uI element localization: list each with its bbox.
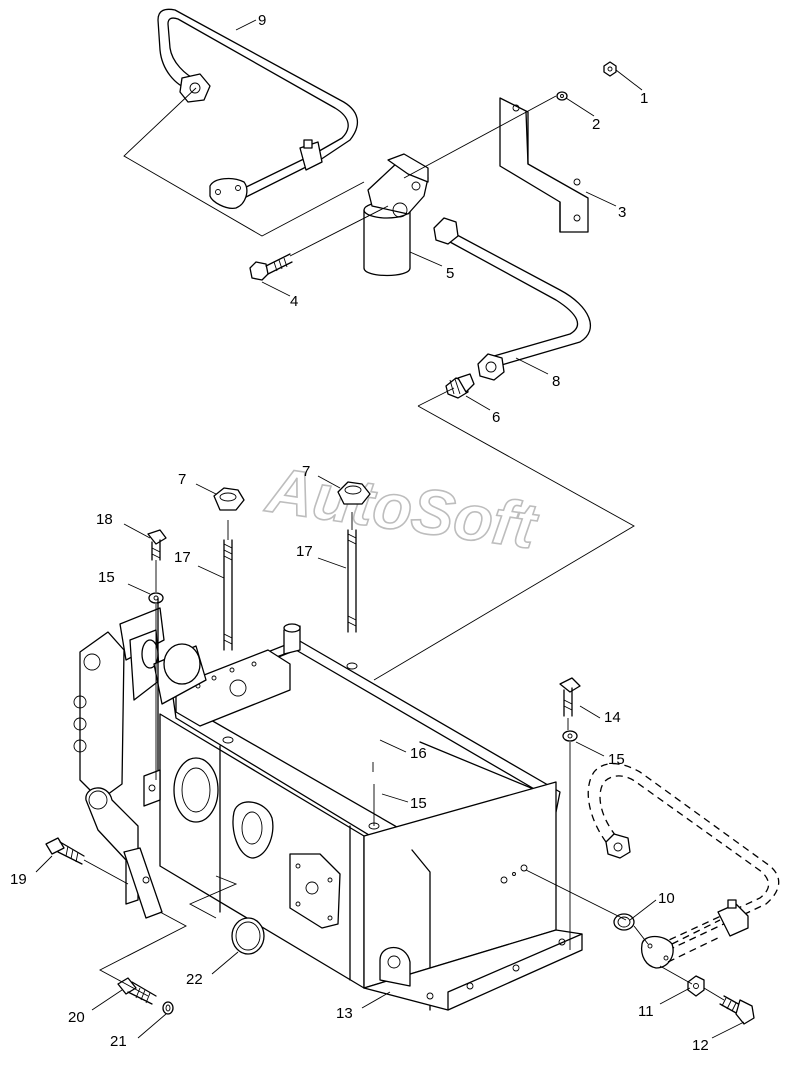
callout-14: 14	[604, 709, 621, 726]
callout-19: 19	[10, 871, 27, 888]
callout-7b: 7	[302, 463, 310, 480]
callout-9: 9	[258, 12, 266, 29]
part-11-washer[interactable]	[687, 975, 705, 997]
callout-20: 20	[68, 1009, 85, 1026]
callout-3: 3	[618, 204, 626, 221]
part-2-washer[interactable]	[556, 91, 568, 101]
callout-1: 1	[640, 90, 648, 107]
callout-22: 22	[186, 971, 203, 988]
callout-5: 5	[446, 265, 454, 282]
callout-17b: 17	[296, 543, 313, 560]
part-21-washer[interactable]	[162, 1001, 174, 1015]
part-7-nut-left[interactable]	[213, 487, 245, 511]
pipe-flange-fitting[interactable]	[640, 919, 723, 969]
callout-2: 2	[592, 116, 600, 133]
part-17-stud-left[interactable]	[223, 539, 233, 651]
callout-4: 4	[290, 293, 298, 310]
callout-18: 18	[96, 511, 113, 528]
callout-15c: 15	[410, 795, 427, 812]
part-12-bolt[interactable]	[719, 995, 755, 1025]
callout-15a: 15	[98, 569, 115, 586]
part-17-stud-right[interactable]	[347, 529, 357, 633]
callout-21: 21	[110, 1033, 127, 1050]
part-15-washer-upper[interactable]	[148, 592, 164, 604]
callout-10: 10	[658, 890, 675, 907]
part-19-bolt[interactable]	[45, 837, 85, 865]
callout-11: 11	[638, 1003, 654, 1020]
part-6-fitting[interactable]	[445, 373, 475, 399]
callout-8: 8	[552, 373, 560, 390]
callout-12: 12	[692, 1037, 709, 1054]
part-15-washer-right[interactable]	[562, 730, 578, 742]
callout-labels: 1 2 3 4 5 6 7 7 8 9 10 11 12 13 14 15 15…	[10, 12, 709, 1054]
part-10-seal[interactable]	[613, 913, 635, 931]
part-4-bolt[interactable]	[249, 253, 293, 281]
callout-17a: 17	[174, 549, 191, 566]
part-18-bolt[interactable]	[147, 529, 167, 561]
callout-16: 16	[410, 745, 427, 762]
part-8-oil-pipe[interactable]	[433, 217, 591, 381]
callout-13: 13	[336, 1005, 353, 1022]
assembly-leader-lines	[83, 87, 725, 1001]
callout-6: 6	[492, 409, 500, 426]
dashed-pipe-alt-position	[587, 763, 780, 955]
callout-7a: 7	[178, 471, 186, 488]
part-22-seal-ring[interactable]	[231, 917, 265, 955]
part-1-nut[interactable]	[603, 61, 617, 77]
callout-15b: 15	[608, 751, 625, 768]
part-9-oil-pipe[interactable]	[157, 8, 359, 209]
part-3-bracket[interactable]	[499, 97, 589, 233]
left-link-assembly[interactable]	[73, 597, 207, 919]
part-14-bolt[interactable]	[559, 677, 581, 717]
callout-leaders	[35, 19, 745, 1039]
part-13-housing[interactable]	[159, 623, 583, 1011]
part-7-nut-right[interactable]	[337, 481, 371, 505]
part-5-oil-filter[interactable]	[363, 153, 429, 277]
part-20-bolt[interactable]	[117, 977, 157, 1005]
